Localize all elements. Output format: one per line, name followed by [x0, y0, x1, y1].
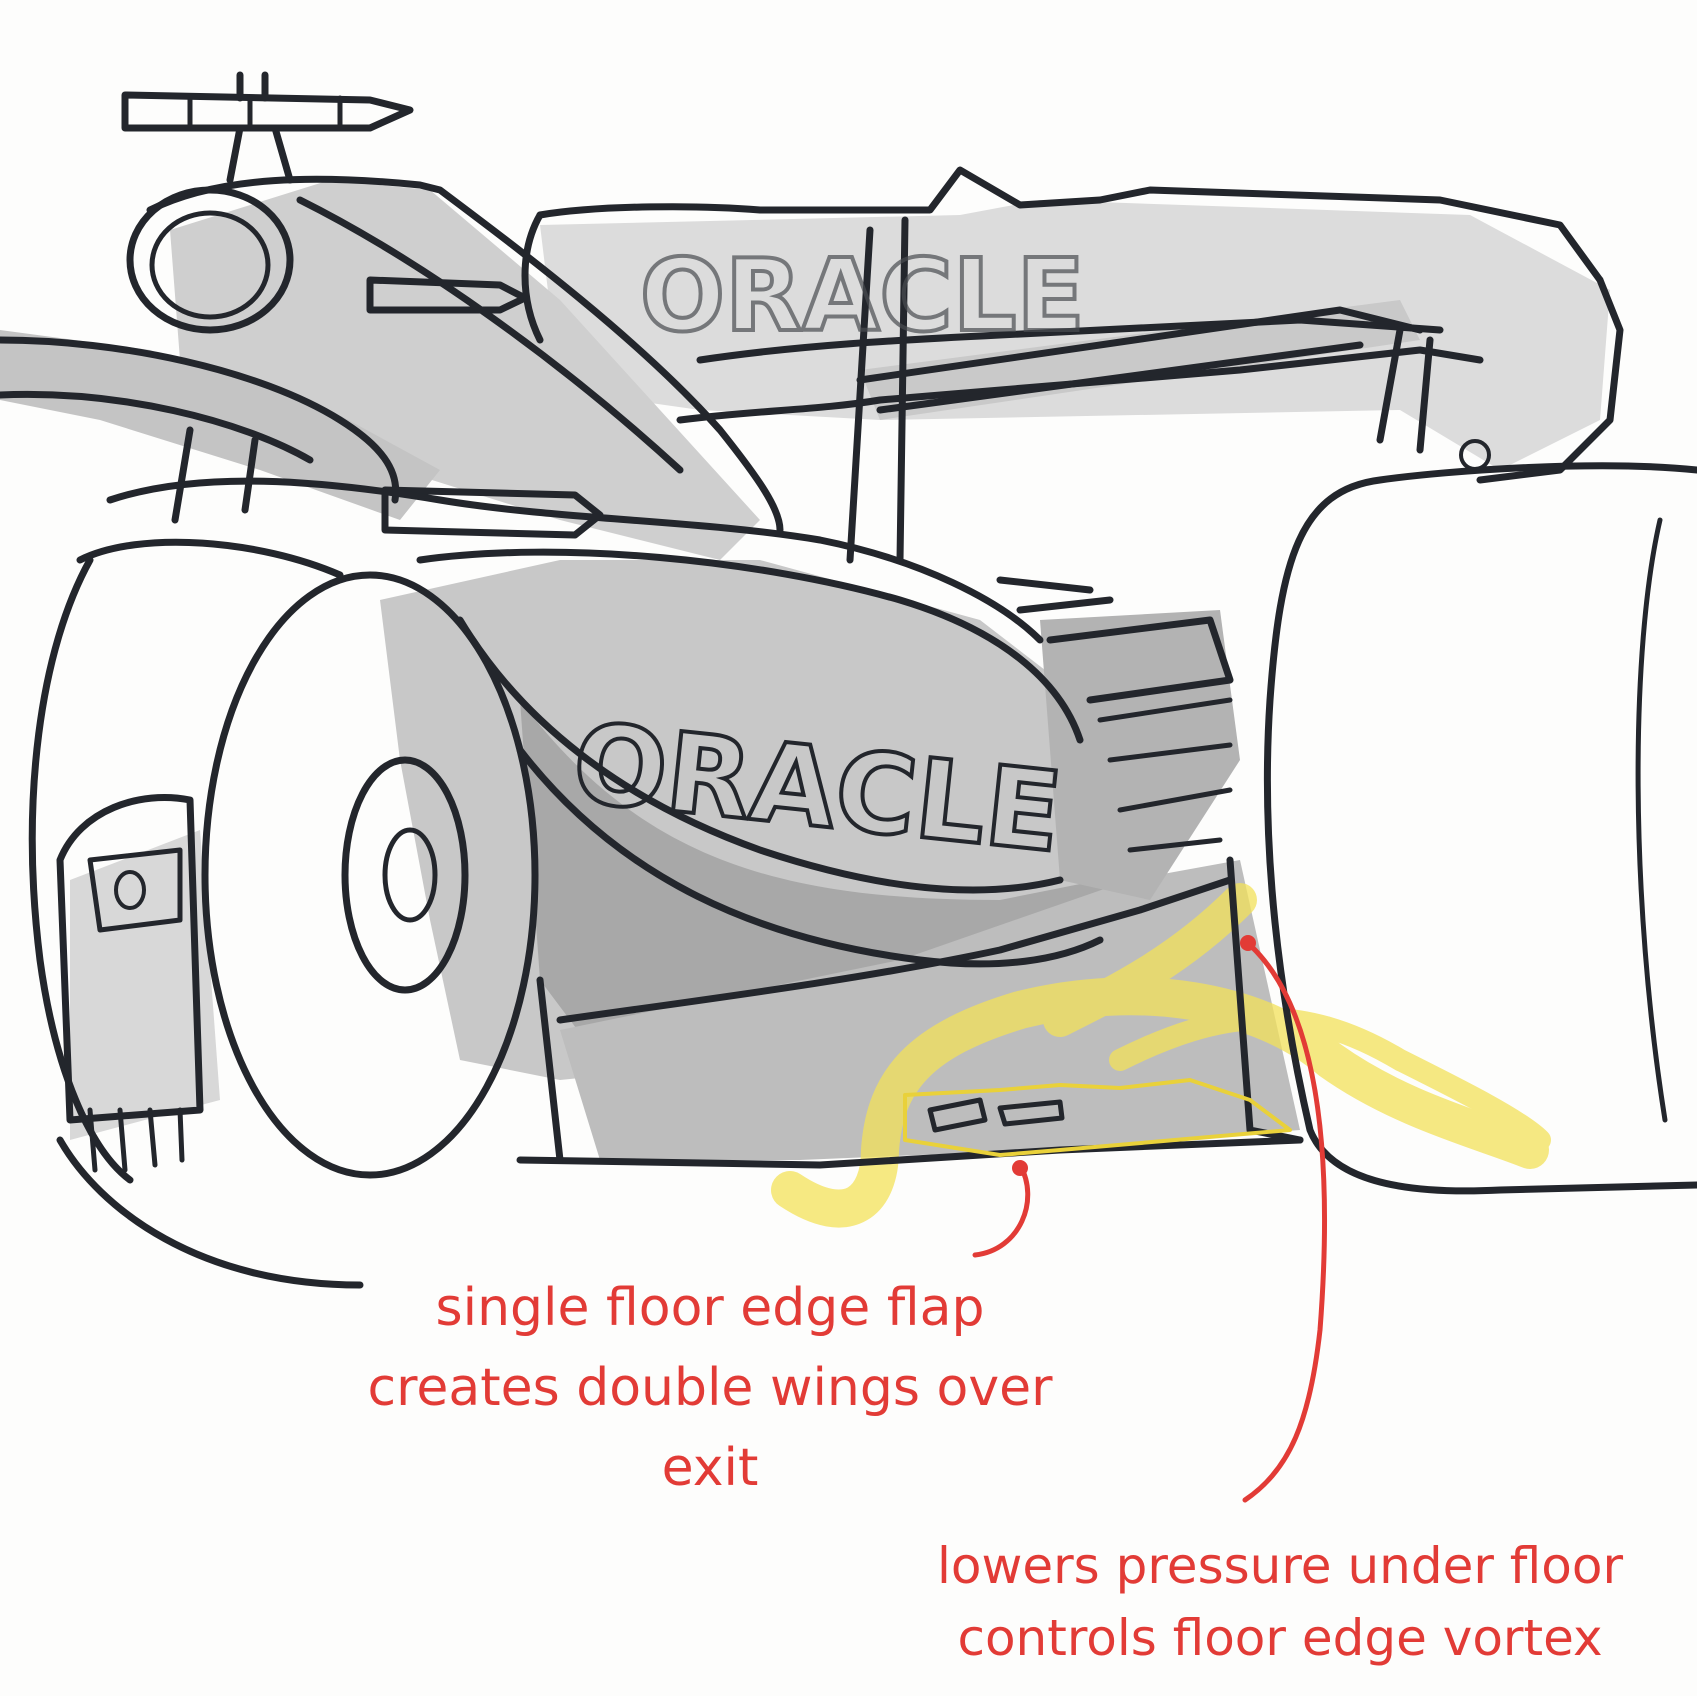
left-tyre-top [76, 538, 344, 579]
brake-duct-slats [87, 1107, 185, 1173]
floor-leading-edge [536, 976, 564, 1164]
rear-wing-endplate-left [521, 211, 544, 344]
right-tyre-sidewall [1635, 517, 1668, 1123]
annotation-line: creates double wings over [367, 1358, 1053, 1418]
floor-shade [560, 860, 1300, 1160]
halo-outer [0, 336, 400, 504]
engine-cover-spine [296, 196, 684, 474]
body-top-line [106, 477, 1044, 644]
cooling-outlet [1046, 616, 1234, 704]
sidepod-lower-curve [516, 746, 1104, 968]
rear-wing-shade [540, 200, 1610, 470]
tcam-ribs [187, 94, 343, 131]
mirror-pod [381, 486, 604, 539]
airflow-highlight [771, 883, 1551, 1228]
brake-duct-inner [87, 847, 183, 933]
sidepod-shoulder [416, 548, 1084, 744]
rear-wing-top-edge [536, 166, 1604, 284]
airflow-stream-upper [1043, 883, 1257, 1037]
endplate-stay [1376, 326, 1434, 454]
leader-flap-dot [1012, 1160, 1028, 1176]
right-tyre-outline [1263, 462, 1697, 1195]
annotation-floor-edge-flap: single floor edge flap creates double wi… [300, 1268, 1120, 1508]
engine-cover-shade [170, 180, 760, 560]
floor-edge-flap-outline [903, 1078, 1292, 1157]
airflow-stream-main [771, 977, 1549, 1228]
rear-wing-pylon [846, 216, 909, 564]
livery-oracle-rear-wing: ORACLE [640, 237, 1085, 354]
annotation-line: controls floor edge vortex [957, 1609, 1603, 1667]
halo-pillar [171, 426, 259, 524]
suspension-arm [996, 576, 1114, 614]
ink-linework [0, 71, 1697, 1289]
airbox-intake-inner [149, 210, 271, 320]
leader-pressure-dot [1240, 935, 1256, 951]
annotation-line: lowers pressure under floor [936, 1537, 1624, 1595]
floor-edge-flap-slots [927, 1097, 1065, 1133]
rear-wing-endplate-right [1476, 276, 1624, 484]
shading-layer [0, 180, 1610, 1160]
beam-wing [856, 306, 1424, 414]
annotation-leaders [972, 935, 1327, 1503]
left-tyre-rim [341, 756, 469, 994]
annotation-floor-pressure: lowers pressure under floor controls flo… [880, 1530, 1680, 1674]
brake-duct-badge [114, 870, 146, 910]
left-tyre-hub [382, 827, 438, 923]
halo-inner [0, 390, 314, 464]
tcam-mast [226, 71, 294, 184]
left-tyre-bottom [56, 1136, 364, 1289]
brake-duct [56, 794, 204, 1124]
leader-pressure [1242, 942, 1327, 1503]
airflow-stream-edge [1109, 1007, 1551, 1151]
tcam-pod [121, 91, 414, 132]
floor-edge-wing-bracket [1226, 856, 1304, 1144]
annotation-line: exit [661, 1438, 759, 1498]
left-tyre-outer [201, 571, 539, 1179]
left-tyre-tread [28, 556, 134, 1184]
floor-lower-edge [516, 1136, 1304, 1169]
exhaust-pod [366, 276, 529, 314]
floor-upper-edge [556, 876, 1234, 1024]
rear-wing-lower-edge [676, 346, 1484, 424]
annotation-line: single floor edge flap [435, 1278, 985, 1338]
leader-flap [972, 1162, 1031, 1258]
diffuser-strakes [1097, 697, 1233, 853]
sidepod-undercut [456, 616, 1064, 894]
